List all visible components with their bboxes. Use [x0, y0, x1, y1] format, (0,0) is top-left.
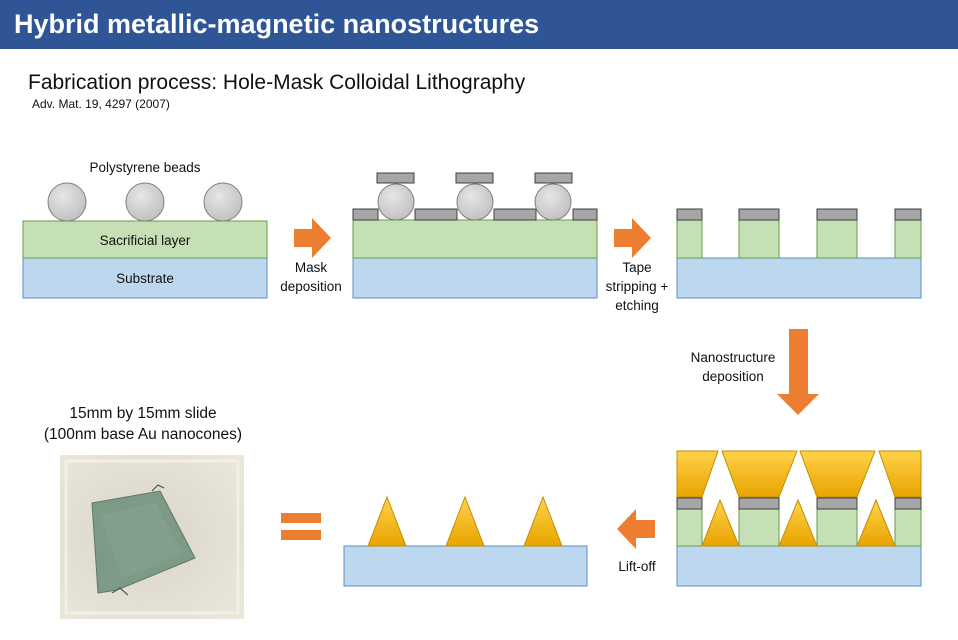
- gold-nanocone: [856, 498, 896, 547]
- mask-segment: [676, 208, 703, 221]
- sacrificial-pillar: [738, 219, 780, 259]
- beads-label: Polystyrene beads: [89, 160, 201, 175]
- mask-cap: [534, 172, 573, 184]
- polystyrene-bead: [377, 183, 415, 221]
- mask-segment: [894, 208, 922, 221]
- gold-nanocone: [367, 495, 407, 547]
- mask-segment: [676, 497, 703, 510]
- mask-segment: [894, 497, 922, 510]
- step2-stack: [352, 172, 598, 299]
- sample-photo: [60, 455, 244, 619]
- step3-stack: [676, 208, 922, 299]
- arrow-down-icon: [777, 329, 819, 415]
- mask-segment: [816, 208, 858, 221]
- sacrificial-pillar: [738, 508, 780, 547]
- gold-nanocone: [778, 498, 818, 547]
- substrate-layer: [22, 257, 268, 299]
- sacrificial-pillar: [816, 508, 858, 547]
- gold-film-top: [878, 450, 922, 498]
- polystyrene-bead: [203, 182, 243, 222]
- substrate-label: Substrate: [116, 271, 174, 286]
- tape-stripping-label: Tape stripping + etching: [605, 260, 669, 313]
- step5-stack: [343, 495, 588, 587]
- arrow-left-icon: [617, 509, 655, 549]
- arrow-right-icon: [294, 218, 331, 258]
- sacrificial-layer-label: Sacrificial layer: [99, 233, 191, 248]
- mask-segment: [414, 208, 458, 221]
- step1-stack: [22, 182, 268, 299]
- lift-off-label: Lift-off: [618, 559, 656, 574]
- gold-nanocone: [445, 495, 485, 547]
- step4-stack: [676, 450, 922, 587]
- substrate-layer: [676, 545, 922, 587]
- polystyrene-bead: [47, 182, 87, 222]
- mask-cap: [376, 172, 415, 184]
- sacrificial-layer: [352, 219, 598, 259]
- polystyrene-bead: [456, 183, 494, 221]
- mask-segment: [816, 497, 858, 510]
- nanostructure-deposition-label: Nanostructure deposition: [690, 350, 776, 384]
- sacrificial-pillar: [894, 508, 922, 547]
- page-title: Hybrid metallic-magnetic nanostructures: [14, 9, 540, 39]
- sacrificial-pillar: [676, 508, 703, 547]
- gold-film-top: [676, 450, 719, 498]
- mask-segment: [738, 497, 780, 510]
- sacrificial-pillar: [894, 219, 922, 259]
- mask-segment: [738, 208, 780, 221]
- substrate-layer: [352, 257, 598, 299]
- reference-citation: Adv. Mat. 19, 4297 (2007): [32, 97, 170, 111]
- mask-segment: [493, 208, 537, 221]
- title-bar: Hybrid metallic-magnetic nanostructures: [0, 0, 958, 49]
- gold-film-top: [799, 450, 876, 498]
- mask-segment: [352, 208, 379, 221]
- polystyrene-bead: [534, 183, 572, 221]
- substrate-layer: [676, 257, 922, 299]
- sacrificial-pillar: [816, 219, 858, 259]
- equals-icon: [281, 513, 321, 540]
- gold-nanocone: [523, 495, 563, 547]
- gold-nanocone: [701, 498, 740, 547]
- mask-deposition-label: Mask deposition: [280, 260, 342, 294]
- mask-segment: [572, 208, 598, 221]
- gold-film-top: [721, 450, 798, 498]
- subtitle: Fabrication process: Hole-Mask Colloidal…: [28, 71, 526, 94]
- polystyrene-bead: [125, 182, 165, 222]
- mask-cap: [455, 172, 494, 184]
- arrow-right-icon: [614, 218, 651, 258]
- sacrificial-pillar: [676, 219, 703, 259]
- slide-caption: 15mm by 15mm slide (100nm base Au nanoco…: [43, 405, 243, 443]
- substrate-layer: [343, 545, 588, 587]
